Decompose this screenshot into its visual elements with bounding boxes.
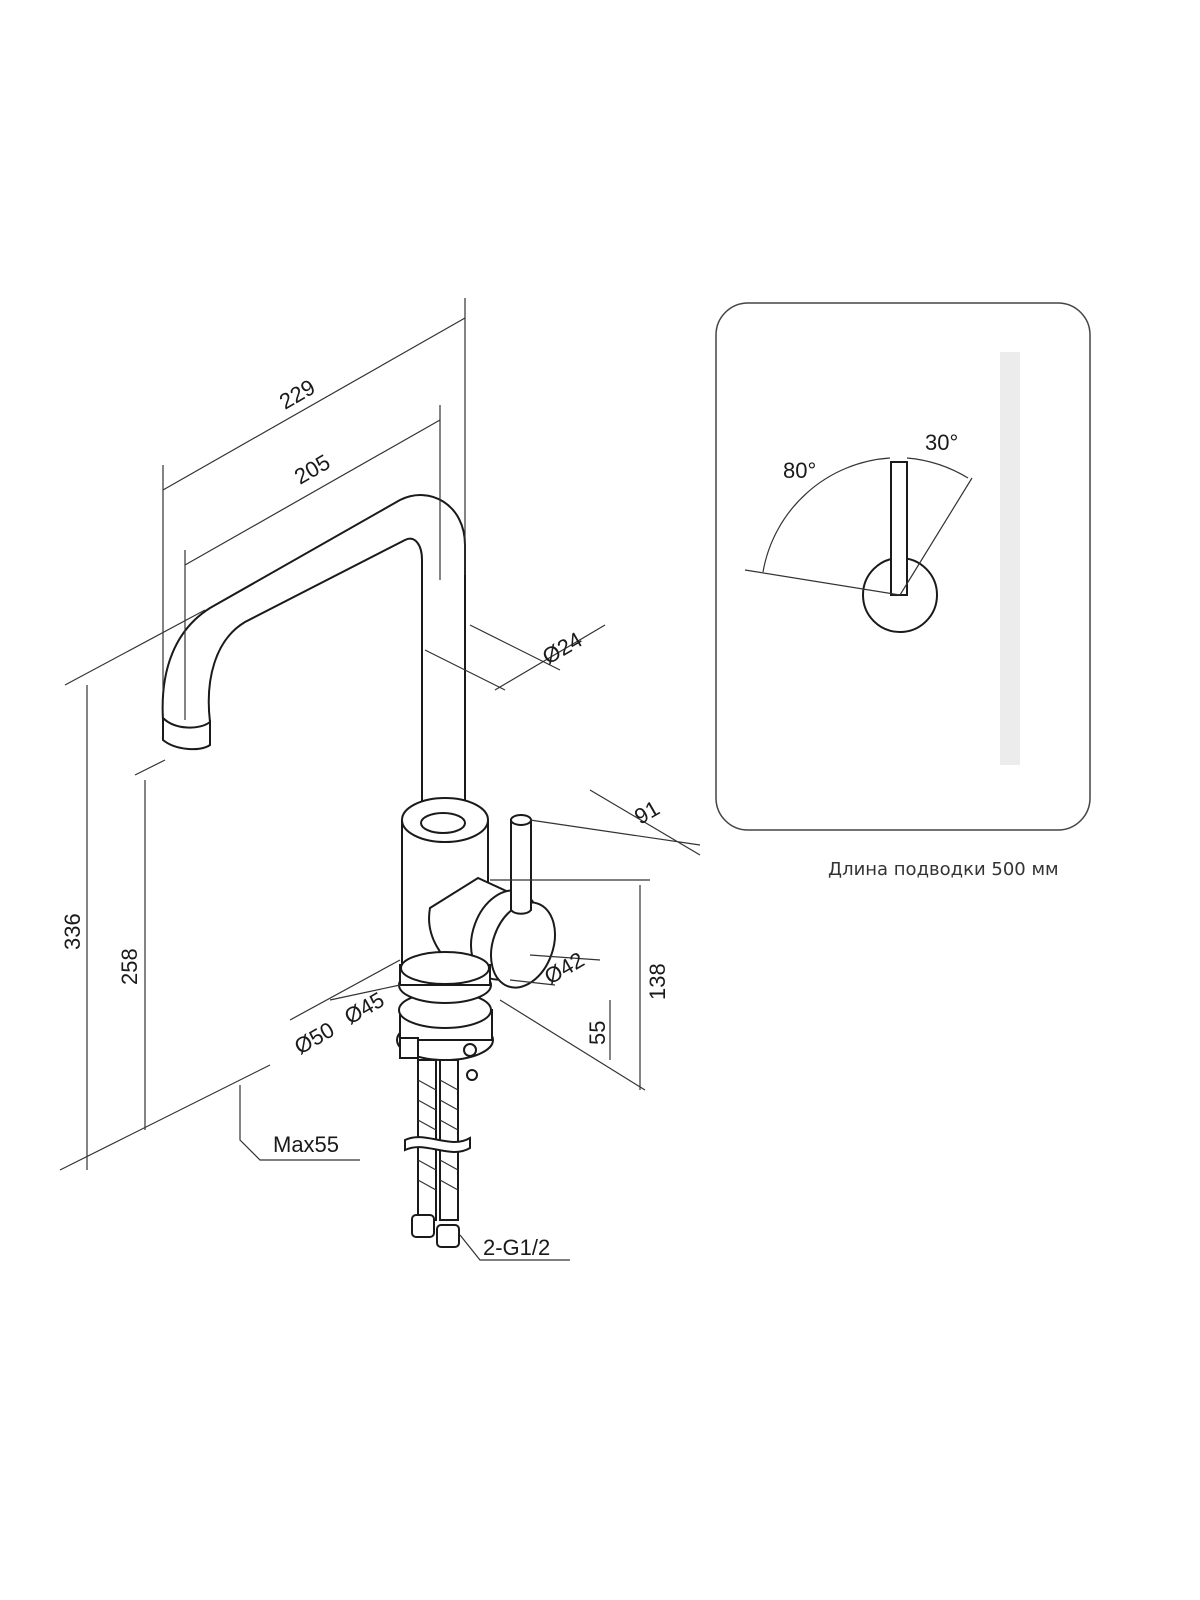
dimension-lines xyxy=(59,298,701,1261)
angle-30: 30° xyxy=(925,430,958,455)
dim-d45: Ø45 xyxy=(340,987,389,1029)
dim-55: 55 xyxy=(585,1021,610,1045)
dim-d50: Ø50 xyxy=(290,1017,339,1059)
dim-336: 336 xyxy=(60,913,85,950)
handle-rotation-panel xyxy=(715,302,1091,831)
dim-max55: Max55 xyxy=(273,1132,339,1157)
angle-80: 80° xyxy=(783,458,816,483)
dim-258: 258 xyxy=(117,948,142,985)
spout xyxy=(161,494,466,820)
dim-229: 229 xyxy=(275,374,319,414)
hose-length-caption: Длина подводки 500 мм xyxy=(828,859,1059,880)
dim-connection: 2-G1/2 xyxy=(483,1235,550,1260)
dim-138: 138 xyxy=(645,963,670,1000)
supply-hoses xyxy=(404,1059,471,1248)
dim-91: 91 xyxy=(630,795,664,829)
mounting-nuts xyxy=(396,951,494,1081)
